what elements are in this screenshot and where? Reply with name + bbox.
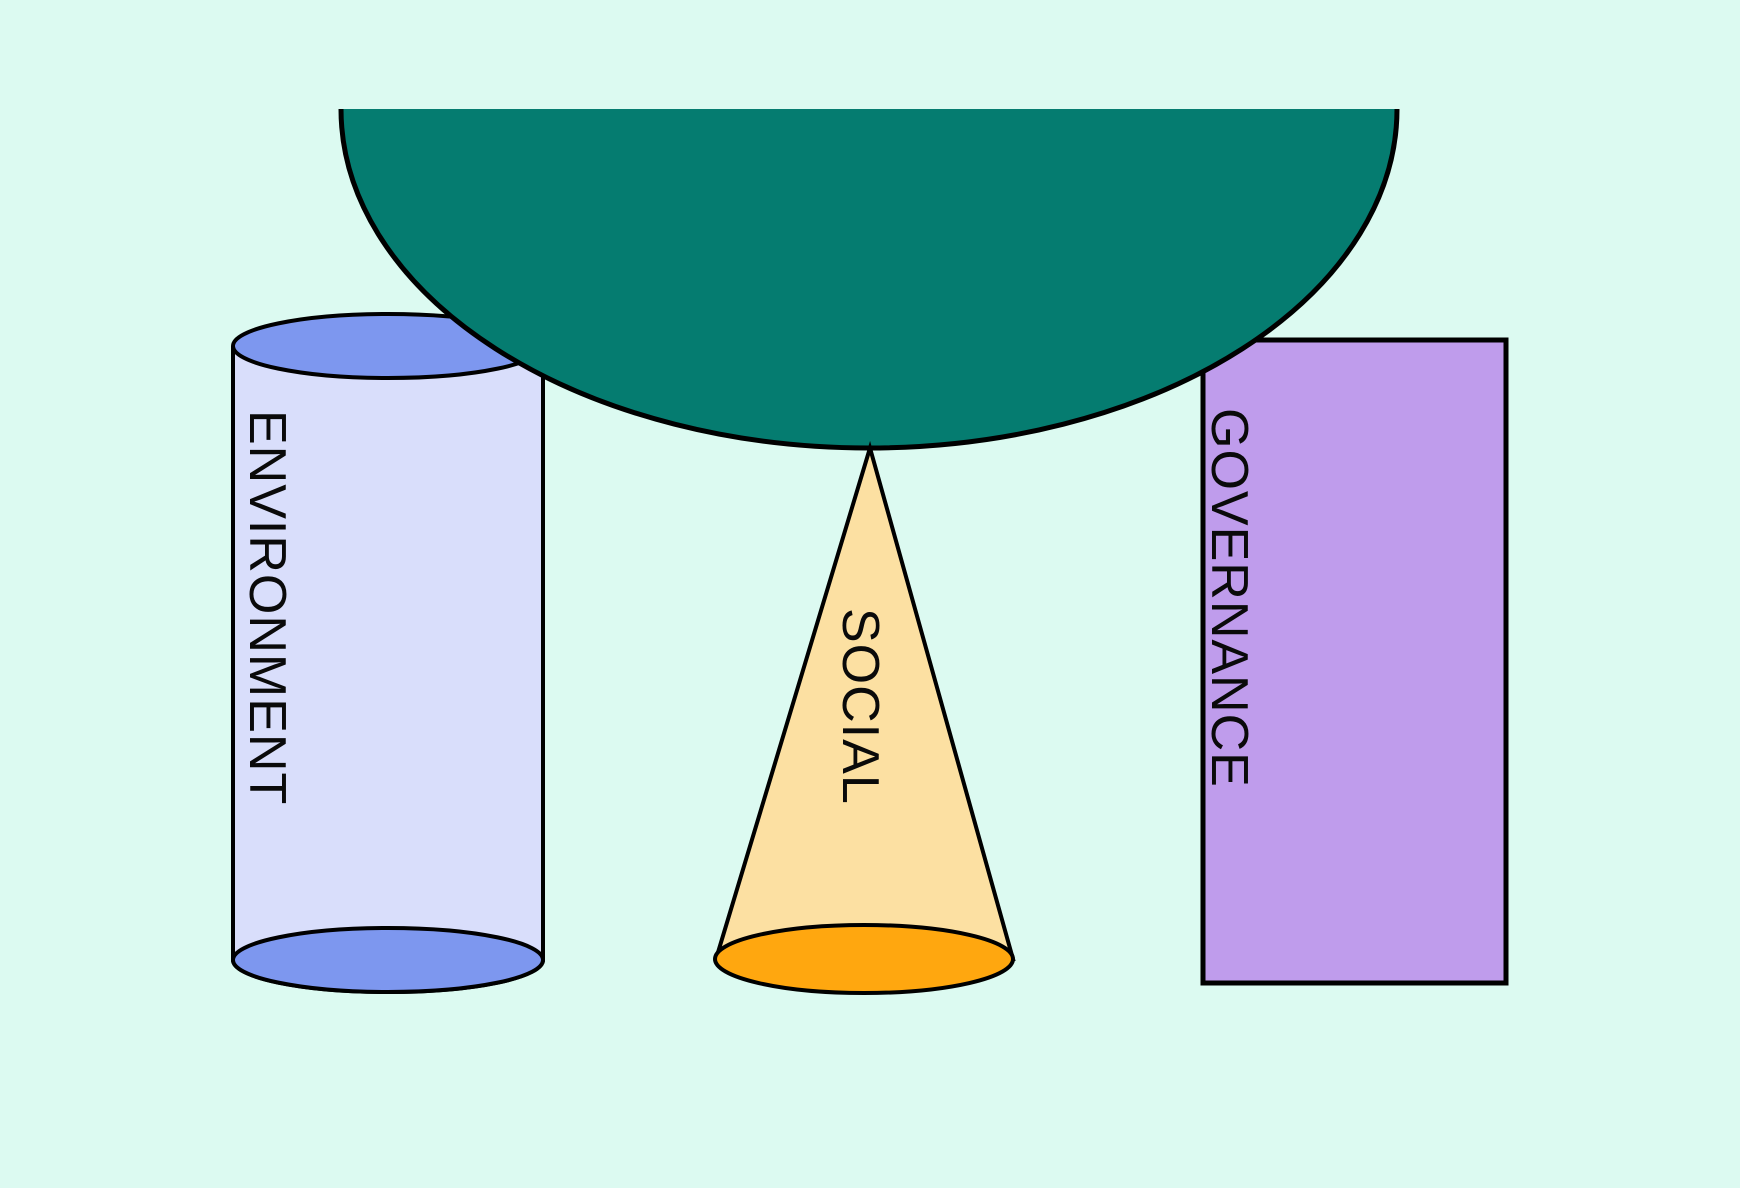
governance-rectangle: [1200, 337, 1509, 986]
environment-cylinder: [231, 312, 545, 994]
cylinder-bottom-cap: [231, 926, 545, 994]
governance-label: GOVERNANCE: [1200, 408, 1258, 788]
social-label: SOCIAL: [831, 608, 889, 805]
social-cone: [713, 440, 1016, 995]
cone-base: [713, 923, 1015, 995]
environment-label: ENVIRONMENT: [238, 410, 296, 805]
